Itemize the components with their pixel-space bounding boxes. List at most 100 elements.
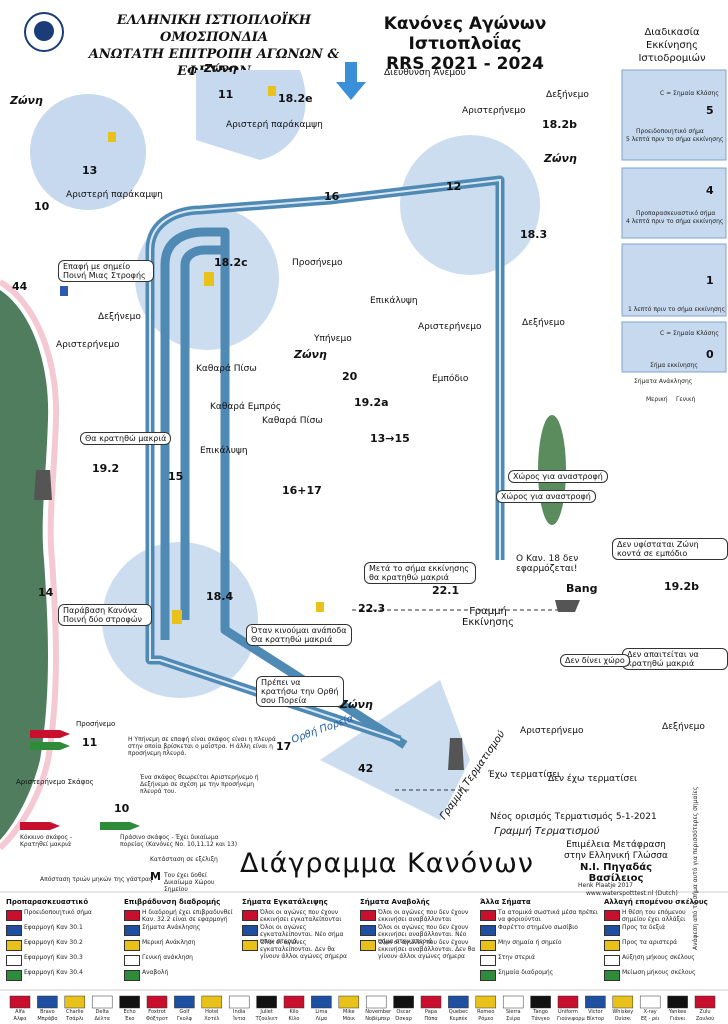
flag-name: Victor [588,1009,603,1015]
starboard-3: Δεξήνεμο [98,312,141,322]
legend-windward: Προσήνεμο [76,720,116,728]
flag-name-greek: Γιούνιφορμ [557,1016,585,1022]
signal-flag-whiskey [612,995,634,1009]
port-4: Αριστερήνεμο [520,726,584,736]
starboard-4: Δεξήνεμο [662,722,705,732]
side-title-l2: Εκκίνησης [646,40,698,51]
rule-11: 11 [218,88,234,101]
flag-name: Uniform [558,1009,578,1015]
obstacle-label: Εμπόδιο [432,374,469,384]
rule-22-3: 22.3 [358,602,386,615]
signal-flag-swatch [360,940,376,951]
starboard-1: Δεξήνεμο [546,90,589,100]
signal-flag-swatch [604,925,620,936]
rule-13-15: 13→15 [370,432,410,445]
clear-astern-2: Καθαρά Πίσω [262,416,323,426]
legend-section-item: Όλοι οι αγώνες που δεν έχουν εκκινήσει α… [378,939,476,960]
signal-flag-delta [91,995,113,1009]
flag-name: Alfa [15,1009,25,1015]
legend-section-item: Η διαδρομή έχει επιβραδυνθεί Καν. 32.2 ε… [142,909,233,923]
flag-name-greek: Ρόμεο [478,1016,494,1022]
signal-flag-swatch [242,940,258,951]
finish-line-label: Γραμμή Τερματισμού [494,826,600,837]
org-line1: ΕΛΛΗΝΙΚΗ ΙΣΤΙΟΠΛΟΪΚΗ ΟΜΟΣΠΟΝΔΙΑ [116,13,312,45]
course-inner2 [180,245,225,620]
flag-name-greek: Γιάνκι [669,1016,686,1022]
flag-name-greek: Έκο [124,1016,135,1022]
legend-three-lengths: Απόσταση τριών μηκών της γάστρας [40,876,153,883]
flag-name: Kilo [289,1009,299,1015]
legend-section-item: Εφαρμογή Καν 30.3 [24,954,83,961]
zone-top-left [30,94,146,210]
flag-name: Juliet [260,1009,273,1015]
page-title: Κανόνες Αγώνων Ιστιοπλοΐας RRS 2021 - 20… [360,14,570,74]
title-line1: Κανόνες Αγώνων Ιστιοπλοΐας [383,14,547,54]
step1-cap1: Προειδοποιητικό σήμα [636,128,704,135]
mark-yellow-5 [316,602,324,612]
left-rounding-1: Αριστερή παράκαμψη [66,190,163,200]
flag-name: Golf [179,1009,190,1015]
rule-19-2a: 19.2a [354,396,389,409]
legend-m: M [150,870,161,883]
signal-flag-swatch [480,925,496,936]
signal-flag-alfa [9,995,31,1009]
legend-section-item: Η θέση του επόμενου σημείου έχει αλλάξει [622,909,686,923]
legend-section-item: Προς τα δεξιά [622,924,666,931]
author-credit: Henk Plaatje 2017 [578,882,633,889]
flag-name: India [233,1009,246,1015]
flag-name: Yankee [668,1009,687,1015]
legend-section-title: Σήματα Αναβολής [360,898,430,906]
flag-name-greek: Τσάρλι [66,1016,84,1022]
legend-rule-10: 10 [114,802,130,815]
legend-boats [20,730,140,830]
signal-flag-swatch [6,925,22,936]
signal-flag-x-ray [639,995,661,1009]
flag-name: X-ray [643,1009,657,1015]
signal-flag-swatch [480,955,496,966]
signal-flag-charlie [64,995,86,1009]
port-1: Αριστερήνεμο [462,106,526,116]
signal-flag-victor [585,995,606,1009]
signal-flag-kilo [283,995,305,1009]
mark-blue-1 [60,286,68,296]
legend-section-item: Σήματα Ανάκλησης [142,924,201,931]
rule-20: 20 [342,370,358,383]
flag-name: Quebec [448,1009,468,1015]
flag-name: Lima [315,1009,328,1015]
legend-section-item: Όλοι οι αγώνες που δεν έχουν εκκινήσει α… [378,924,469,945]
room-tack-1: Χώρος για αναστροφή [508,470,608,483]
legend-in-progress: Κατάσταση σε εξέλιξη [150,856,218,863]
flag-name-greek: Ουίσκι [614,1016,631,1022]
flag-name-greek: Νοβέμπερ [365,1016,390,1022]
flag-name: Hotel [205,1009,219,1015]
flag-name-greek: Πάπα [424,1016,438,1022]
legend-port: Αριστερήνεμο Σκάφος [16,778,94,786]
rule-13: 13 [82,164,98,177]
legend-section-item: Σημαία διαδρομής [498,969,554,976]
legend-section-title: Άλλα Σήματα [480,898,531,906]
flag-name: Papa [424,1009,438,1015]
no-zone-box: Δεν υφίσταται Ζώνη κοντά σε εμπόδιο [612,538,728,560]
recall-b: Γενική [676,396,696,403]
signal-flag-swatch [6,940,22,951]
flag-name: Oscar [396,1009,411,1015]
wind-label: Διεύθυνση Ανέμου [384,68,466,78]
committee-boat-start [555,600,580,612]
committee-boat-finish [448,738,464,770]
flag-name-greek: Όσκαρ [395,1016,412,1022]
step2-cap2: 4 λεπτά πριν το σήμα εκκίνησης [626,218,724,225]
legend-green-boat: Πράσινο σκάφος - Έχει δικαίωμα πορείας (… [120,834,238,848]
legend-section-item: Τα ατομικά σωστικά μέσα πρέπει να φοριού… [498,909,598,923]
mark-yellow-4 [172,610,182,624]
legend-footnote: Ανάφεση από το σήμα αυτό για περισσότερε… [692,786,699,950]
new-finish-label: Νέος ορισμός Τερματισμός 5-1-2021 [490,812,657,822]
mark-yellow-2 [268,86,276,96]
zone-label-2: Ζώνη [204,62,237,75]
step1-num: 5 [706,104,714,117]
signal-flag-swatch [242,910,258,921]
rule-18-2e: 18.2e [278,92,313,105]
signal-flag-swatch [360,910,376,921]
starboard-2: Δεξήνεμο [522,318,565,328]
flag-name-greek: Ζουλού [695,1016,715,1022]
flag-name: Whiskey [612,1009,634,1015]
